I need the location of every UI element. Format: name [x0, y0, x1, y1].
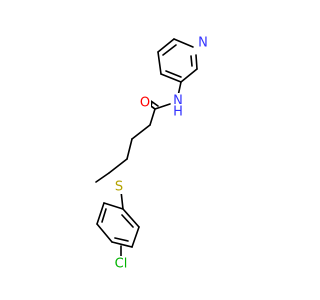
bond [108, 158, 128, 174]
atom-s-thioether: S [113, 179, 125, 195]
atom-label: N [198, 36, 208, 51]
bond [111, 241, 133, 248]
bond [195, 54, 198, 70]
bond [165, 70, 182, 78]
bond [162, 44, 177, 56]
bond [149, 108, 156, 126]
atom-h-amide: H [172, 104, 184, 120]
bond [157, 38, 175, 53]
atom-label: O [140, 96, 150, 111]
bond [157, 51, 162, 75]
bond [114, 237, 129, 242]
molecule-diagram: N N H O S Cl [95, 36, 209, 272]
bond [122, 208, 140, 228]
bond [131, 124, 151, 140]
chlorophenyl-ring [96, 202, 140, 248]
bond [126, 138, 133, 160]
bond [95, 172, 110, 183]
atom-o-carbonyl: O [138, 96, 151, 111]
atom-label: S [115, 180, 123, 195]
bond [173, 38, 194, 48]
bond [96, 202, 105, 225]
atom-label: H [173, 105, 183, 120]
bond [150, 100, 159, 107]
atom-label: Cl [115, 257, 128, 272]
pyridine-ring [157, 38, 198, 83]
bond [190, 55, 193, 67]
bond [160, 73, 182, 83]
bond [103, 202, 124, 210]
atom-cl: Cl [110, 256, 132, 272]
atom-label: N [173, 94, 183, 109]
bond [131, 226, 140, 248]
bond [101, 208, 107, 223]
bond [180, 68, 198, 83]
atom-n-pyridine: N [196, 36, 209, 51]
bond [154, 103, 171, 110]
bond [96, 223, 113, 243]
bond [121, 214, 134, 228]
